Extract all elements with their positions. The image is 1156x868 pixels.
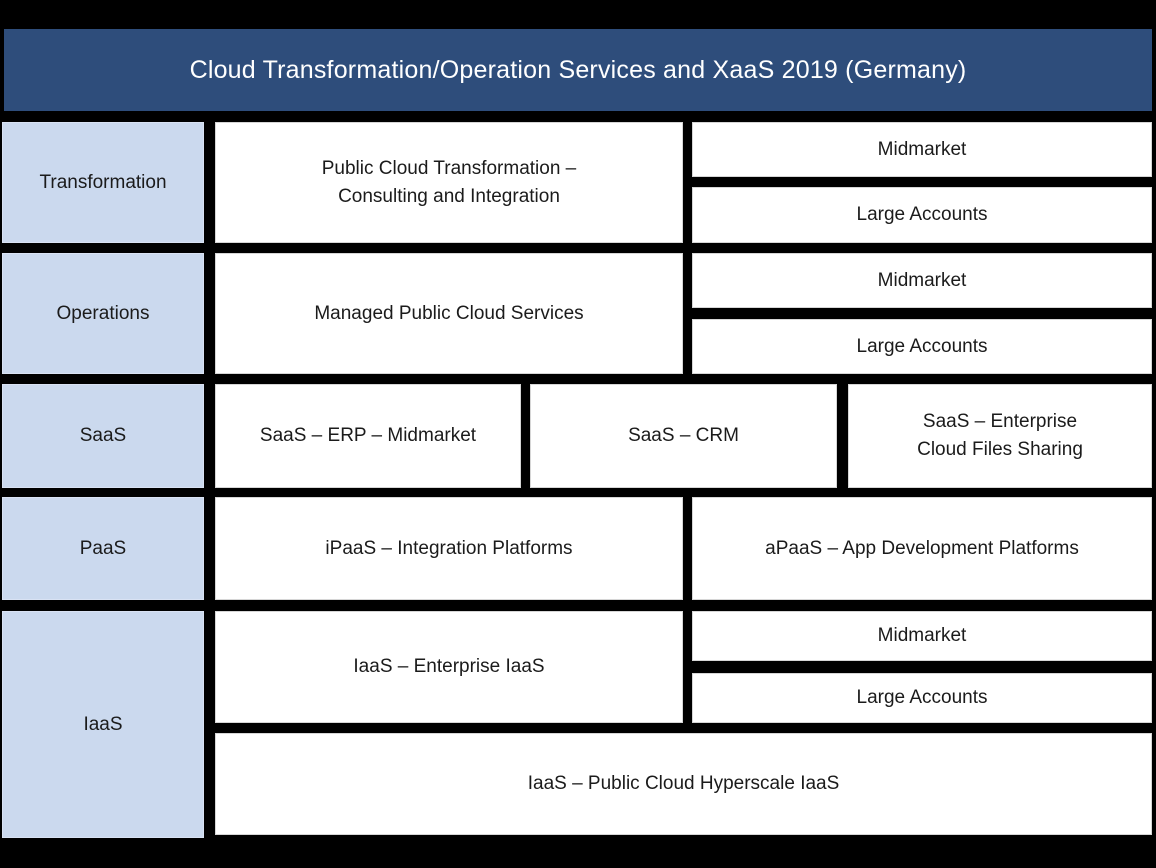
cell-paas-integration-platforms: iPaaS – Integration Platforms [215, 497, 683, 600]
row-label-saas: SaaS [2, 384, 204, 488]
cell-saas-erp-midmarket: SaaS – ERP – Midmarket [215, 384, 521, 488]
row-label-paas: PaaS [2, 497, 204, 600]
row-label-iaas: IaaS [2, 611, 204, 838]
diagram-title: Cloud Transformation/Operation Services … [4, 29, 1152, 111]
cell-transformation-service: Public Cloud Transformation – Consulting… [215, 122, 683, 243]
cell-operations-midmarket: Midmarket [692, 253, 1152, 308]
cell-saas-enterprise-cloud-files-sharing: SaaS – Enterprise Cloud Files Sharing [848, 384, 1152, 488]
row-label-transformation: Transformation [2, 122, 204, 243]
cell-iaas-midmarket: Midmarket [692, 611, 1152, 661]
cell-iaas-large-accounts: Large Accounts [692, 673, 1152, 723]
cell-operations-service: Managed Public Cloud Services [215, 253, 683, 374]
cell-iaas-enterprise: IaaS – Enterprise IaaS [215, 611, 683, 723]
cell-operations-large-accounts: Large Accounts [692, 319, 1152, 374]
cell-iaas-public-cloud-hyperscale: IaaS – Public Cloud Hyperscale IaaS [215, 733, 1152, 835]
cell-paas-app-development-platforms: aPaaS – App Development Platforms [692, 497, 1152, 600]
row-label-operations: Operations [2, 253, 204, 374]
cell-saas-crm: SaaS – CRM [530, 384, 837, 488]
cell-transformation-midmarket: Midmarket [692, 122, 1152, 177]
cell-transformation-large-accounts: Large Accounts [692, 187, 1152, 243]
